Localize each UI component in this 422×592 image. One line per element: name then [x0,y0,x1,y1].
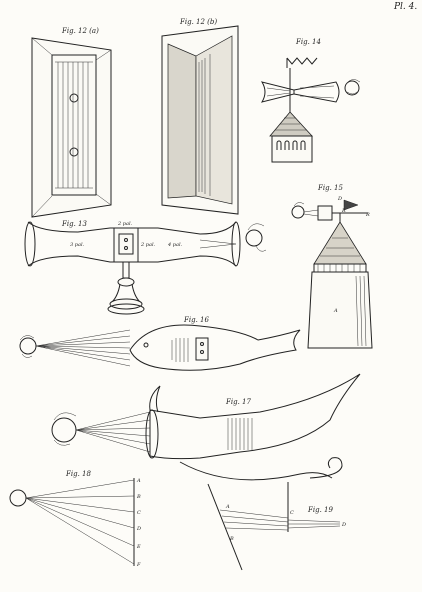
fig16-soundbox [195,337,209,361]
fig19-letter-d: D [341,522,346,528]
fig12a-soundboard [51,54,97,196]
fig19-rays [219,509,341,531]
fig17-wind-rays [75,411,151,453]
fig18-letter-d: D [136,526,141,532]
fig14-label: Fig. 14 [295,38,321,46]
fig13-part-right: 4 pal. [167,242,183,248]
fig15-letter-d: D [337,196,342,202]
fig15-letter-a: A [333,308,338,314]
fig19-letter-b: B [229,536,234,542]
fig15-roof [313,221,367,265]
fig18-wind-head [9,489,27,507]
fig12a-strings [55,61,93,189]
fig15-wind-head [291,205,305,219]
fig16-wind-rays [35,329,131,367]
fig15-letter-r2: R [365,212,370,218]
fig15-receiver [317,205,333,221]
figure-12a: Fig. 12 (a) [31,27,112,218]
figure-12b: Fig. 12 (b) [161,18,239,215]
fig17-wind-head [51,417,77,443]
fig18-label: Fig. 18 [65,470,91,478]
fig16-fish-body [129,324,301,371]
fig14-vane-flag [286,57,318,65]
figure-18: Fig. 18 A B C D E F [9,470,141,568]
fig13-wind-head [245,229,263,247]
fig17-label: Fig. 17 [225,398,251,406]
fig15-vane [343,199,359,211]
fig13-label: Fig. 13 [61,220,87,228]
fig14-tower [271,135,313,163]
figure-15: Fig. 15 D R R A [291,184,373,349]
fig13-soundbox [113,227,139,263]
fig18-rays [25,479,135,565]
fig17-strings [227,418,253,450]
fig12a-rose-top [69,93,79,103]
fig19-tilted-plane [207,483,243,571]
fig16-label: Fig. 16 [183,316,209,324]
fig13-stand-stem [122,261,130,279]
figure-13: Fig. 13 2 pal. 3 pal. 2 pal. 4 pal. [24,220,267,315]
fig18-letter-a: A [136,478,141,484]
fig18-letter-b: B [136,494,141,500]
fig16-eye [143,342,149,348]
fig14-windows [276,140,306,150]
fig17-body [149,373,361,460]
fig13-left-bell [24,221,36,267]
figure-14: Fig. 14 [260,38,361,163]
fig13-right-bell [231,221,241,267]
fig15-label: Fig. 15 [317,184,343,192]
fig19-letter-c: C [290,510,294,516]
fig15-cornice [313,263,367,273]
fig14-wind-head [344,80,360,96]
fig13-part-left: 3 pal. [70,242,85,248]
fig19-label: Fig. 19 [307,506,333,514]
fig18-letter-e: E [136,544,141,550]
fig17-cord [179,461,333,481]
fig17-scroll [309,457,343,479]
figure-16: Fig. 16 [19,316,301,371]
plate-number: Pl. 4. [393,2,417,12]
fig15-tower [307,271,373,349]
fig12a-rose-bottom [69,147,79,157]
fig19-letter-a: A [225,504,230,510]
fig15-letter-r1: R [341,208,346,214]
fig16-wind-head [19,337,37,355]
fig18-letter-c: C [137,510,141,516]
fig18-letter-f: F [136,562,141,568]
fig13-part-top: 2 pal. [117,221,133,227]
figure-17: Fig. 17 [51,373,361,481]
fig13-part-mid: 2 pal. [140,242,156,248]
fig12a-label: Fig. 12 (a) [61,27,99,35]
fig14-right-trumpet [293,81,340,103]
fig12b-label: Fig. 12 (b) [179,18,217,26]
fig17-upper-horn [149,385,161,413]
figure-19: Fig. 19 A B C D [207,482,346,571]
fig14-left-trumpet [260,81,295,103]
